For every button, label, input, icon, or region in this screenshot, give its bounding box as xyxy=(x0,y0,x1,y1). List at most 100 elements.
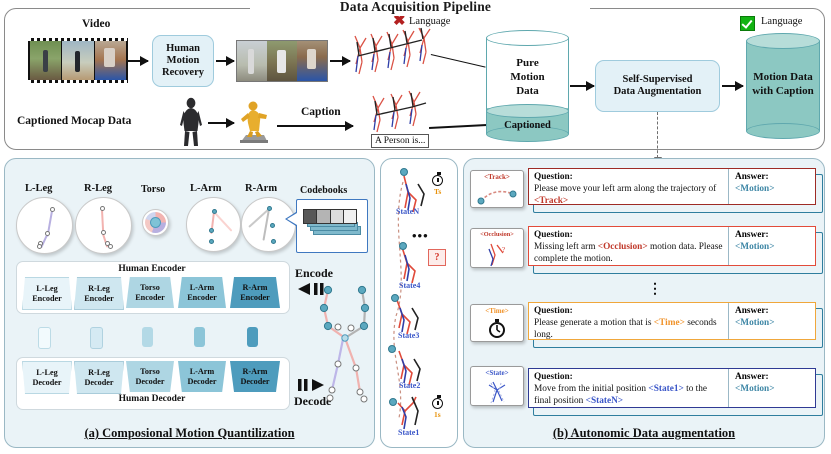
qa-token-track: <Track> xyxy=(534,195,569,206)
qa-answer-time: Answer: <Motion> xyxy=(728,303,815,339)
qa-answer-label: Answer: xyxy=(735,372,769,382)
occlusion-icon-tag: <Occlusion> xyxy=(480,231,514,238)
augment-line-2: Data Augmentation xyxy=(613,86,702,97)
state-node-2 xyxy=(388,345,396,353)
arrow-video-to-hmr xyxy=(128,56,149,66)
stopwatch-icon: <Time> xyxy=(470,304,524,342)
state-label-2: State2 xyxy=(399,381,421,390)
part-label-l-leg: L-Leg xyxy=(25,183,53,194)
human-decoder-label: Human Decoder xyxy=(118,394,186,404)
pipeline-title: Data Acquisition Pipeline xyxy=(339,0,492,14)
track-trajectory-icon: <Track> xyxy=(470,170,524,208)
state-node-3 xyxy=(391,294,399,302)
pure-line-3: Data xyxy=(516,84,539,97)
qa-question-state: Question: Move from the initial position… xyxy=(529,369,728,407)
recovered-motion-strip xyxy=(236,40,328,82)
motion-skeletons-bottom xyxy=(372,90,427,133)
check-icon xyxy=(740,16,755,31)
qa-row-state[interactable]: Question: Move from the initial position… xyxy=(528,368,816,408)
qa-row-track[interactable]: Question: Please move your left arm alon… xyxy=(528,168,816,206)
stopwatch-icon-top xyxy=(432,172,443,186)
stopwatch-icon-bottom xyxy=(432,395,443,409)
video-filmstrip xyxy=(28,38,128,83)
qa-question-text-pre: Move from the initial position xyxy=(534,383,649,394)
qa-token-time: <Time> xyxy=(653,317,685,328)
codebook-cell xyxy=(343,210,356,223)
mocap-actor-silhouette xyxy=(180,97,202,146)
qa-question-time: Question: Please generate a motion that … xyxy=(529,303,728,340)
captioned-fill-label: Captioned xyxy=(504,119,551,131)
latent-code-5 xyxy=(247,327,258,347)
codebook-front xyxy=(303,209,357,224)
joint xyxy=(212,209,217,214)
latent-code-3 xyxy=(142,327,153,347)
joint xyxy=(108,244,113,249)
bone xyxy=(213,211,233,232)
qa-token-occlusion: <Occlusion> xyxy=(597,241,648,252)
qa-answer-state: Answer: <Motion> xyxy=(728,369,815,407)
state-label-3: State3 xyxy=(398,331,420,340)
qa-answer-track: Answer: <Motion> xyxy=(728,169,815,204)
latent-code-2 xyxy=(90,327,103,349)
part-label-torso: Torso xyxy=(141,184,166,195)
human-encoder-label: Human Encoder xyxy=(118,264,186,274)
state-node-4 xyxy=(399,242,407,250)
motion-skeletons-top xyxy=(354,27,431,75)
mocap-posed-figure xyxy=(240,101,268,143)
pure-motion-data-text: Pure Motion Data xyxy=(486,57,569,98)
qa-row-occlusion[interactable]: Question: Missing left arm <Occlusion> m… xyxy=(528,226,816,266)
latent-code-1 xyxy=(38,327,51,349)
state-icon-tag: <State> xyxy=(485,369,509,377)
qa-answer-token: <Motion> xyxy=(735,317,775,328)
state-node-1 xyxy=(389,398,397,406)
state-label-n: StateN xyxy=(396,207,420,216)
state-skeleton-1 xyxy=(397,396,419,430)
codebook-cell xyxy=(317,210,331,223)
joint xyxy=(101,230,106,235)
arrow-mocap-to-pose xyxy=(208,118,235,128)
time-icon-tag: <Time> xyxy=(485,307,509,315)
states-ellipsis: ••• xyxy=(412,228,429,243)
occlusion-icon: <Occlusion> ? xyxy=(470,228,524,268)
joint xyxy=(105,241,110,246)
dashed-connector-to-panel-b xyxy=(653,112,662,165)
qa-row-time[interactable]: Question: Please generate a motion that … xyxy=(528,302,816,340)
state-skeleton-4 xyxy=(401,246,416,284)
joint xyxy=(37,244,42,249)
state-skeleton-n xyxy=(403,175,425,213)
part-circle-l-arm xyxy=(186,197,241,252)
qa-question-text-post: motion data. Please complete the motion. xyxy=(534,241,723,264)
encode-label: Encode xyxy=(295,266,334,280)
qa-question-label: Question: xyxy=(534,372,573,382)
arrow-hmr-to-recovered xyxy=(216,56,235,66)
state-pose-icon: <State> xyxy=(470,366,524,406)
joint xyxy=(267,206,272,211)
state-label-4: State4 xyxy=(399,281,421,290)
arrow-recovered-to-skeletons xyxy=(330,56,351,66)
pure-motion-data-cylinder: Pure Motion Data Captioned xyxy=(486,30,569,142)
qa-question-text-pre: Please move your left arm along the traj… xyxy=(534,183,717,194)
qa-answer-occlusion: Answer: <Motion> xyxy=(728,227,815,265)
caption-arrow-label: Caption xyxy=(301,106,341,118)
pure-line-1: Pure xyxy=(516,57,539,69)
encode-arrow-icon xyxy=(298,283,324,295)
joint xyxy=(271,239,276,244)
state-sequence-curve xyxy=(393,181,404,419)
qa-question-text-pre: Missing left arm xyxy=(534,241,598,252)
part-circle-l-leg xyxy=(16,197,73,254)
qa-question-text-post: seconds long. xyxy=(534,317,717,340)
codebook-cell xyxy=(330,210,344,223)
caption-chip: A Person is... xyxy=(371,134,430,148)
